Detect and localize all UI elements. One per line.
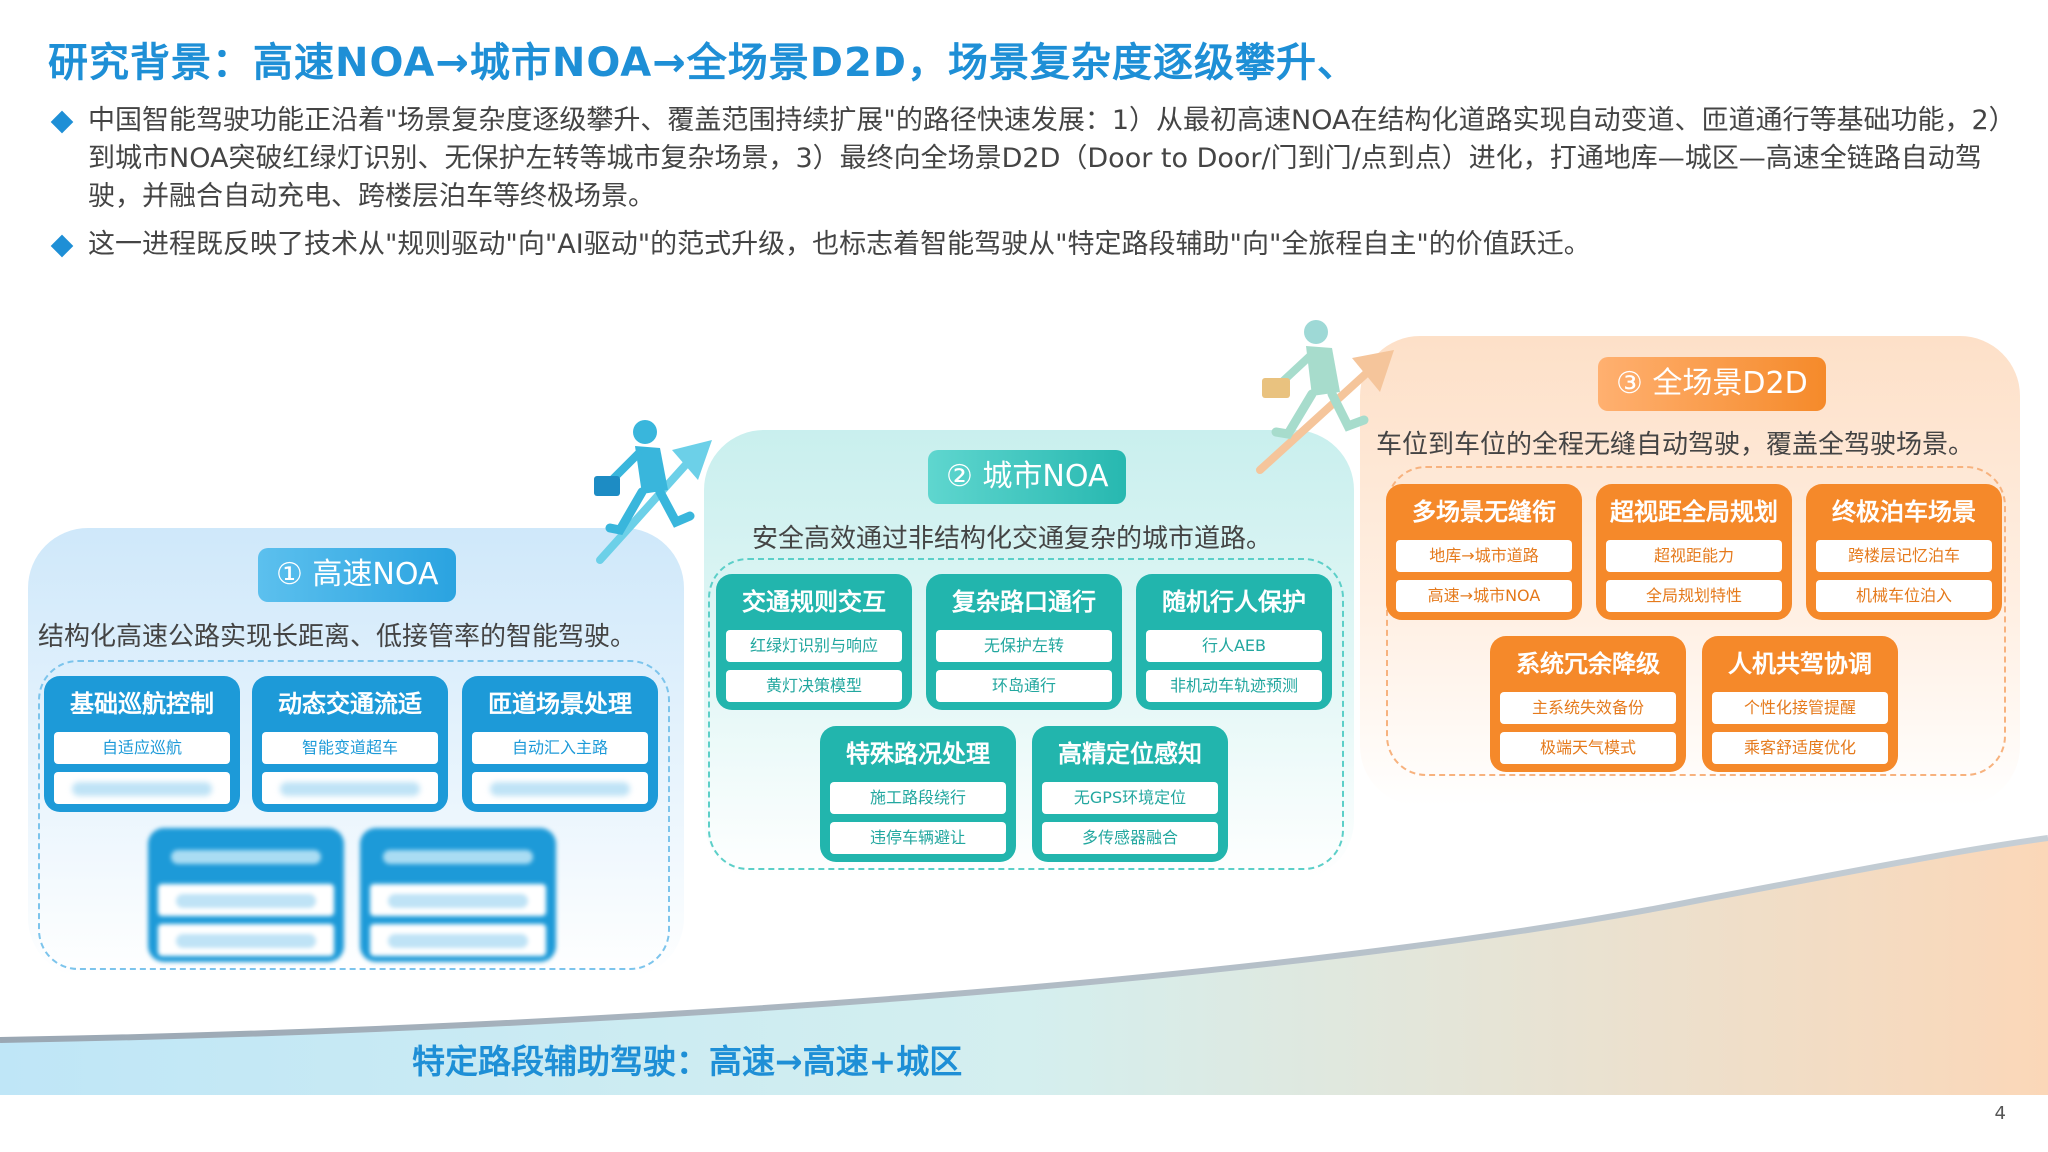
card-chip-blurred — [262, 772, 438, 804]
card-title: 高精定位感知 — [1058, 740, 1202, 768]
stage-2-card: 交通规则交互 红绿灯识别与响应 黄灯决策模型 — [716, 574, 912, 710]
card-chip-blurred — [370, 884, 546, 916]
stage-3-dashed-frame — [1386, 466, 2006, 776]
card-chip: 乘客舒适度优化 — [1712, 732, 1888, 764]
card-chip: 非机动车轨迹预测 — [1146, 670, 1322, 702]
card-chip: 全局规划特性 — [1606, 580, 1782, 612]
stage-2-badge: ② 城市NOA — [928, 450, 1127, 504]
diamond-bullet-icon — [50, 234, 74, 258]
card-chip: 智能变道超车 — [262, 732, 438, 764]
card-chip: 环岛通行 — [936, 670, 1112, 702]
card-title: 特殊路况处理 — [846, 740, 990, 768]
running-businessman-icon — [1256, 320, 1394, 474]
card-title: 终极泊车场景 — [1832, 498, 1976, 526]
card-chip-blurred — [54, 772, 230, 804]
stage-1-dashed-frame — [38, 660, 670, 970]
card-chip: 自适应巡航 — [54, 732, 230, 764]
card-chip: 机械车位泊入 — [1816, 580, 1992, 612]
stage-1-card: 动态交通流适 智能变道超车 — [252, 676, 448, 812]
running-businessman-icon — [594, 420, 712, 564]
card-title: 人机共驾协调 — [1728, 650, 1872, 678]
card-title-blurred — [370, 836, 546, 876]
stage-1-badge: ① 高速NOA — [258, 548, 457, 602]
card-title: 多场景无缝衔 — [1412, 498, 1556, 526]
card-title: 交通规则交互 — [742, 588, 886, 616]
card-chip: 超视距能力 — [1606, 540, 1782, 572]
stage-1-card-blurred — [360, 828, 556, 962]
card-chip: 跨楼层记忆泊车 — [1816, 540, 1992, 572]
card-title: 动态交通流适 — [278, 690, 422, 718]
card-chip: 违停车辆避让 — [830, 822, 1006, 854]
card-chip-blurred — [472, 772, 648, 804]
stage-3-subtitle: 车位到车位的全程无缝自动驾驶，覆盖全驾驶场景。 — [1376, 430, 1975, 460]
bottom-stage-label: 特定路段辅助驾驶：高速→高速+城区 — [412, 1042, 963, 1081]
stage-3-card: 超视距全局规划 超视距能力 全局规划特性 — [1596, 484, 1792, 620]
card-chip: 主系统失效备份 — [1500, 692, 1676, 724]
stage-2-dashed-frame — [708, 558, 1344, 870]
bullet-item: 这一进程既反映了技术从"规则驱动"向"AI驱动"的范式升级，也标志着智能驾驶从"… — [50, 226, 2010, 264]
stage-3-badge: ③ 全场景D2D — [1598, 357, 1826, 411]
card-chip-blurred — [158, 924, 334, 956]
card-chip-blurred — [158, 884, 334, 916]
card-title: 基础巡航控制 — [70, 690, 214, 718]
card-chip: 施工路段绕行 — [830, 782, 1006, 814]
stage-3-card: 多场景无缝衔 地库→城市道路 高速→城市NOA — [1386, 484, 1582, 620]
card-chip: 无保护左转 — [936, 630, 1112, 662]
card-chip: 黄灯决策模型 — [726, 670, 902, 702]
stage-2-subtitle: 安全高效通过非结构化交通复杂的城市道路。 — [752, 524, 1273, 554]
bullet-list: 中国智能驾驶功能正沿着"场景复杂度逐级攀升、覆盖范围持续扩展"的路径快速发展：1… — [50, 102, 2010, 274]
card-title: 随机行人保护 — [1162, 588, 1306, 616]
stage-2-card: 复杂路口通行 无保护左转 环岛通行 — [926, 574, 1122, 710]
diamond-bullet-icon — [50, 110, 74, 134]
card-chip: 极端天气模式 — [1500, 732, 1676, 764]
stage-3-card: 人机共驾协调 个性化接管提醒 乘客舒适度优化 — [1702, 636, 1898, 772]
stage-1-card-blurred — [148, 828, 344, 962]
card-chip: 高速→城市NOA — [1396, 580, 1572, 612]
stage-3-card: 系统冗余降级 主系统失效备份 极端天气模式 — [1490, 636, 1686, 772]
card-title: 复杂路口通行 — [952, 588, 1096, 616]
bullet-text: 中国智能驾驶功能正沿着"场景复杂度逐级攀升、覆盖范围持续扩展"的路径快速发展：1… — [88, 105, 2003, 212]
stage-2-card: 随机行人保护 行人AEB 非机动车轨迹预测 — [1136, 574, 1332, 710]
card-chip: 自动汇入主路 — [472, 732, 648, 764]
card-title: 匝道场景处理 — [488, 690, 632, 718]
card-chip: 行人AEB — [1146, 630, 1322, 662]
page-number: 4 — [1994, 1103, 2006, 1124]
card-title: 超视距全局规划 — [1610, 498, 1778, 526]
card-chip: 多传感器融合 — [1042, 822, 1218, 854]
bullet-text: 这一进程既反映了技术从"规则驱动"向"AI驱动"的范式升级，也标志着智能驾驶从"… — [88, 229, 1591, 260]
card-title: 系统冗余降级 — [1516, 650, 1660, 678]
card-chip: 红绿灯识别与响应 — [726, 630, 902, 662]
stage-2-card: 特殊路况处理 施工路段绕行 违停车辆避让 — [820, 726, 1016, 862]
stage-3-card: 终极泊车场景 跨楼层记忆泊车 机械车位泊入 — [1806, 484, 2002, 620]
stage-1-card: 匝道场景处理 自动汇入主路 — [462, 676, 658, 812]
card-chip: 地库→城市道路 — [1396, 540, 1572, 572]
stage-2-card: 高精定位感知 无GPS环境定位 多传感器融合 — [1032, 726, 1228, 862]
card-chip: 个性化接管提醒 — [1712, 692, 1888, 724]
bullet-item: 中国智能驾驶功能正沿着"场景复杂度逐级攀升、覆盖范围持续扩展"的路径快速发展：1… — [50, 102, 2010, 216]
stage-1-card: 基础巡航控制 自适应巡航 — [44, 676, 240, 812]
card-title-blurred — [158, 836, 334, 876]
card-chip-blurred — [370, 924, 546, 956]
page-title: 研究背景：高速NOA→城市NOA→全场景D2D，场景复杂度逐级攀升、 — [48, 40, 1358, 86]
stage-1-subtitle: 结构化高速公路实现长距离、低接管率的智能驾驶。 — [38, 622, 637, 652]
card-chip: 无GPS环境定位 — [1042, 782, 1218, 814]
